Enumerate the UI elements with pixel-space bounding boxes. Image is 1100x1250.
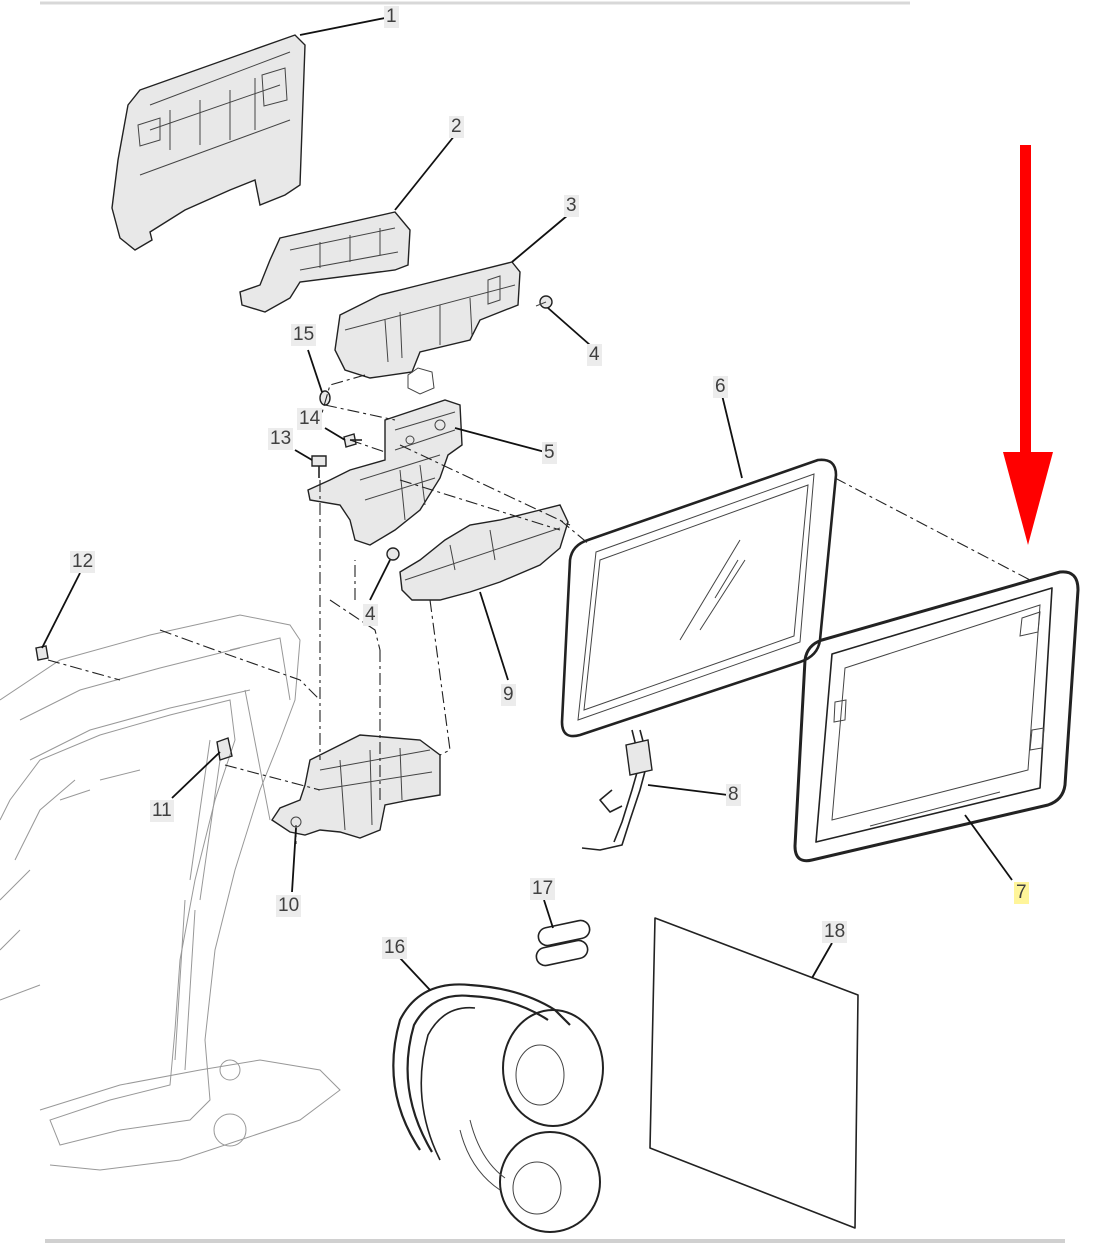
callout-15: 15 xyxy=(291,324,317,346)
part-10-mount-bracket xyxy=(271,734,441,839)
callout-12: 12 xyxy=(70,551,96,573)
callout-11: 11 xyxy=(150,800,174,822)
assembly-lines xyxy=(47,374,1031,845)
callout-3: 3 xyxy=(564,195,579,217)
part-18-sheet xyxy=(649,917,859,1229)
vehicle-body-structure xyxy=(0,614,341,1171)
callout-8: 8 xyxy=(726,784,741,806)
red-arrow-head xyxy=(1003,452,1053,545)
part-13-bolt xyxy=(311,455,327,478)
callout-9: 9 xyxy=(501,684,516,706)
red-arrow-indicator xyxy=(1003,145,1053,545)
part-4-screw-upper xyxy=(535,295,553,309)
red-arrow-shaft xyxy=(1020,145,1031,455)
part-4-screw-lower xyxy=(386,547,400,561)
callout-4-lower: 4 xyxy=(363,604,378,626)
part-2-bracket xyxy=(239,211,411,313)
callout-14: 14 xyxy=(297,408,323,430)
part-5-hinge-bracket xyxy=(307,399,463,546)
callout-4: 4 xyxy=(587,344,602,366)
callout-13: 13 xyxy=(268,428,294,450)
callout-10: 10 xyxy=(276,895,302,917)
part-12-bolt xyxy=(35,645,49,661)
part-8-harness xyxy=(581,729,653,851)
part-1-console-cover xyxy=(111,34,306,251)
part-7-frame xyxy=(793,570,1080,863)
part-3-housing xyxy=(334,261,521,395)
callout-7-highlighted: 7 xyxy=(1014,882,1029,904)
callout-18: 18 xyxy=(822,921,848,943)
part-6-screen xyxy=(560,458,838,738)
part-17-batteries xyxy=(535,919,591,967)
part-16-headphones xyxy=(392,983,604,1233)
callout-16: 16 xyxy=(382,937,408,959)
callout-2: 2 xyxy=(449,116,464,138)
callout-6: 6 xyxy=(713,376,728,398)
callout-5: 5 xyxy=(542,442,557,464)
part-9-trim-cover xyxy=(399,504,569,601)
leader-lines xyxy=(41,17,1013,991)
callout-1: 1 xyxy=(384,6,399,28)
callout-17: 17 xyxy=(530,878,556,900)
